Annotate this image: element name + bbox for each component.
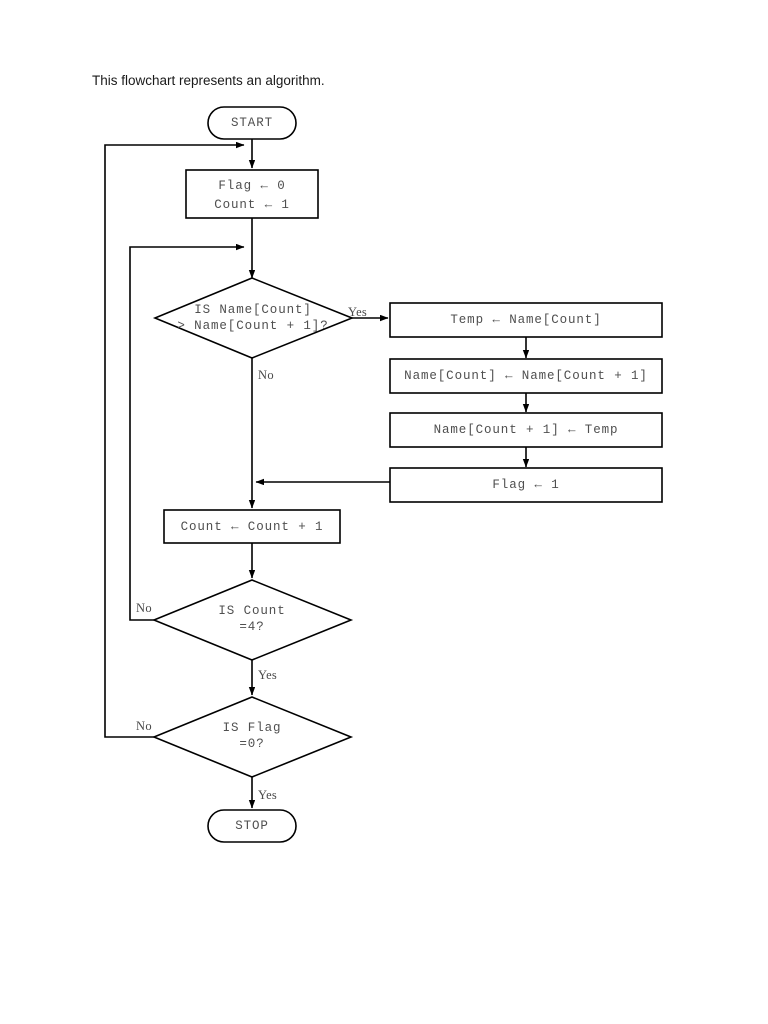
edge-flag-no-loop: [104, 141, 245, 738]
start-terminal-shape: [207, 106, 297, 140]
stop-terminal-shape: [207, 809, 297, 843]
compare-diamond-shape: [152, 277, 355, 359]
edge-label-flag-yes: Yes: [258, 788, 278, 802]
temp-assign-box-shape: [389, 302, 663, 338]
edge-label-count-yes: Yes: [258, 668, 278, 682]
page-caption: This flowchart represents an algorithm.: [92, 73, 325, 88]
edge-label-flag-no: No: [136, 719, 152, 733]
edge-count-no-loop: [129, 243, 245, 621]
edge-label-compare-yes: Yes: [348, 305, 368, 319]
count-check-diamond-shape: [151, 579, 354, 661]
set-flag-box-shape: [389, 467, 663, 503]
shift-right-box-shape: [389, 412, 663, 448]
edge-label-count-no: No: [136, 601, 152, 615]
shift-left-box-shape: [389, 358, 663, 394]
increment-box-shape: [163, 509, 341, 544]
init-box-shape: [185, 169, 319, 219]
edge-label-compare-no: No: [258, 368, 274, 382]
flag-check-diamond-shape: [151, 696, 354, 778]
